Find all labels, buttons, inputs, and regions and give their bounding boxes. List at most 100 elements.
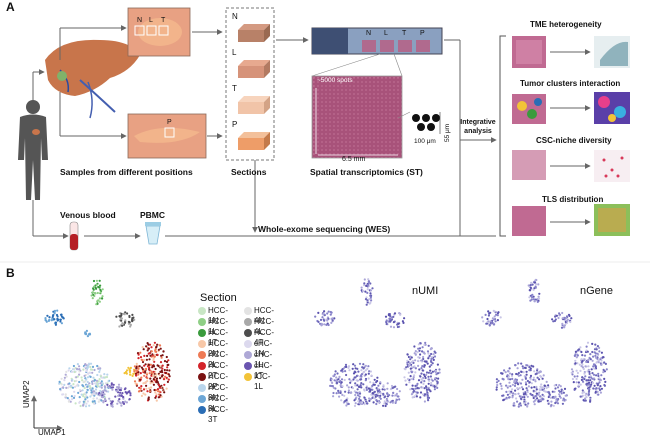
- umap-point: [143, 388, 145, 390]
- umap-point: [542, 394, 544, 396]
- umap-point: [487, 310, 489, 312]
- umap-point: [63, 384, 65, 386]
- umap-point: [148, 348, 150, 350]
- legend-swatch: [244, 362, 252, 370]
- umap-point: [345, 404, 347, 406]
- umap-point: [325, 324, 327, 326]
- umap-point: [427, 376, 429, 378]
- umap-point: [333, 387, 335, 389]
- umap-point: [354, 384, 356, 386]
- umap-point: [98, 371, 100, 373]
- umap-point: [414, 385, 416, 387]
- umap-point: [527, 380, 529, 382]
- umap-point: [125, 391, 127, 393]
- umap-point: [89, 366, 91, 368]
- umap-point: [571, 368, 573, 370]
- umap-point: [348, 392, 350, 394]
- panel-letter-a: A: [6, 0, 15, 14]
- umap-point: [553, 391, 555, 393]
- umap-point: [149, 355, 151, 357]
- umap-point: [395, 394, 397, 396]
- umap-point: [87, 400, 89, 402]
- umap-point: [490, 320, 492, 322]
- umap-point: [105, 390, 107, 392]
- umap-point: [486, 318, 488, 320]
- umap-point: [533, 397, 535, 399]
- umap-point: [111, 386, 113, 388]
- umap-point: [80, 405, 82, 407]
- umap-point: [577, 372, 579, 374]
- umap-point: [129, 398, 131, 400]
- umap-point: [377, 392, 379, 394]
- umap-point: [557, 399, 559, 401]
- umap-point: [597, 375, 599, 377]
- umap-point: [414, 395, 416, 397]
- umap-point: [494, 311, 496, 313]
- umap-point: [168, 369, 170, 371]
- umap-point: [512, 384, 514, 386]
- umap-point: [340, 390, 342, 392]
- umap-point: [104, 386, 106, 388]
- umap-point: [96, 365, 98, 367]
- umap-point: [145, 385, 147, 387]
- umap-point: [509, 396, 511, 398]
- umap-point: [562, 317, 564, 319]
- umap-point: [89, 372, 91, 374]
- umap-point: [84, 398, 86, 400]
- umap-point: [493, 323, 495, 325]
- legend-swatch: [198, 395, 206, 403]
- umap-point: [374, 379, 376, 381]
- legend-swatch: [244, 307, 252, 315]
- umap-point: [92, 297, 94, 299]
- umap-point: [519, 395, 521, 397]
- umap-point: [414, 359, 416, 361]
- umap-point: [563, 326, 565, 328]
- analysis-row-tls: [512, 204, 630, 236]
- umap-point: [419, 353, 421, 355]
- umap-point: [370, 299, 372, 301]
- umap-point: [597, 345, 599, 347]
- umap-point: [432, 384, 434, 386]
- umap-point: [538, 378, 540, 380]
- umap-point: [574, 360, 576, 362]
- umap-point: [509, 367, 511, 369]
- umap-point: [157, 390, 159, 392]
- umap-point: [430, 358, 432, 360]
- umap-point: [129, 373, 131, 375]
- umap-point: [102, 288, 104, 290]
- umap-point: [380, 398, 382, 400]
- umap-point: [142, 370, 144, 372]
- umap-point: [138, 354, 140, 356]
- umap-point: [590, 377, 592, 379]
- umap-point: [577, 354, 579, 356]
- umap-point: [533, 298, 535, 300]
- umap-point: [76, 368, 78, 370]
- spot-diameter-label: 55 μm: [444, 124, 451, 142]
- umap-point: [560, 397, 562, 399]
- umap-point: [410, 375, 412, 377]
- umap-point: [146, 377, 148, 379]
- umap-point: [360, 369, 362, 371]
- axis-y-label: UMAP2: [22, 380, 31, 408]
- umap-point: [92, 291, 94, 293]
- umap-point: [113, 384, 115, 386]
- legend-swatch: [244, 373, 252, 381]
- umap-point: [526, 374, 528, 376]
- umap-point: [420, 373, 422, 375]
- umap-point: [155, 368, 157, 370]
- umap-point: [99, 280, 101, 282]
- umap-point: [361, 373, 363, 375]
- umap-point: [90, 391, 92, 393]
- umap-point: [366, 292, 368, 294]
- umap-point: [576, 381, 578, 383]
- umap-point: [604, 381, 606, 383]
- umap-point: [542, 378, 544, 380]
- umap-point: [148, 387, 150, 389]
- umap-point: [140, 387, 142, 389]
- umap-point: [97, 286, 99, 288]
- umap-point: [352, 387, 354, 389]
- umap-point: [409, 362, 411, 364]
- umap-point: [513, 381, 515, 383]
- umap-point: [133, 370, 135, 372]
